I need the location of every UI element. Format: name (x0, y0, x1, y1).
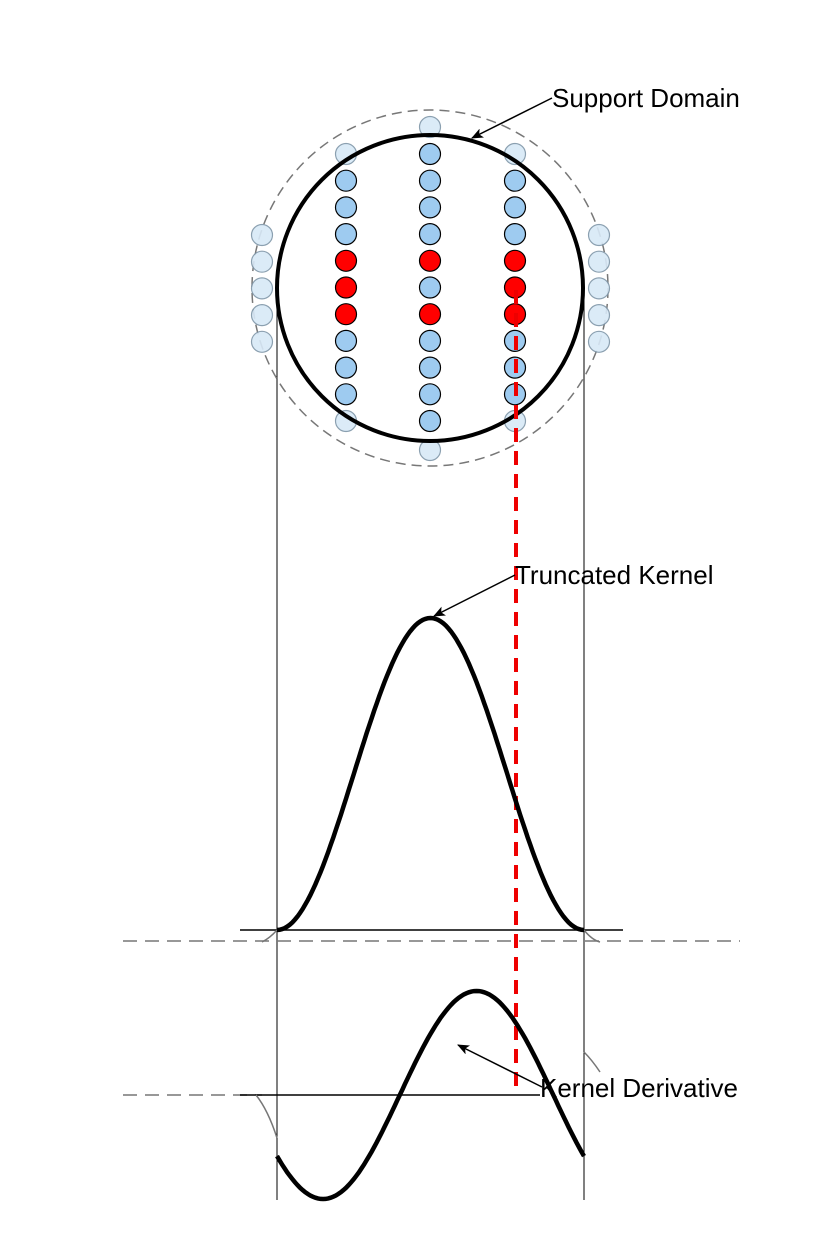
faded-particle (250, 330, 274, 353)
particle-grid (250, 115, 611, 462)
support-domain-circle (275, 133, 585, 443)
faded-particle (250, 223, 274, 247)
neighbor-particle (334, 223, 358, 246)
support-domain-label: Support Domain (552, 83, 740, 113)
neighbor-particle (334, 169, 358, 192)
neighbor-particle (503, 223, 527, 246)
neighbor-particle (334, 329, 358, 352)
faded-particle (418, 115, 442, 139)
support-domain-arrow (471, 97, 553, 139)
neighbor-particle (418, 142, 442, 166)
faded-particle (587, 250, 611, 273)
active-particle (334, 276, 358, 299)
faded-particle (250, 250, 274, 273)
kernel-tail-right (583, 929, 601, 943)
kernel-derivative-curve (275, 988, 586, 1202)
neighbor-particle (418, 223, 442, 246)
neighbor-particle (503, 196, 527, 219)
active-particle (334, 249, 358, 272)
kernel-tail-left (261, 929, 278, 943)
active-particle (334, 303, 358, 326)
neighbor-particle (418, 169, 442, 192)
faded-particle (587, 223, 611, 247)
neighbor-particle (418, 383, 442, 406)
active-particle (418, 303, 442, 326)
faded-particle (250, 277, 274, 300)
kernel-derivative-arrow (457, 1044, 543, 1088)
neighbor-particle (418, 356, 442, 379)
neighbor-particle (418, 276, 442, 299)
derivative-tail-right (583, 1051, 601, 1073)
truncated-kernel-curve (276, 615, 585, 933)
neighbor-particle (418, 196, 442, 219)
kernel-derivative-label: Kernel Derivative (540, 1073, 738, 1103)
faded-particle (587, 330, 611, 353)
active-particle (418, 249, 442, 272)
neighbor-particle (334, 356, 358, 379)
neighbor-particle (334, 196, 358, 219)
neighbor-particle (418, 329, 442, 352)
active-particle (503, 249, 527, 272)
faded-particle (587, 277, 611, 300)
truncated-kernel-arrow (433, 574, 516, 617)
derivative-tail-left (255, 1094, 278, 1139)
neighbor-particle (418, 409, 442, 433)
truncated-kernel-label: Truncated Kernel (515, 560, 713, 590)
neighbor-particle (503, 169, 527, 192)
faded-particle (250, 304, 274, 327)
faded-particle (587, 304, 611, 327)
neighbor-particle (334, 383, 358, 406)
